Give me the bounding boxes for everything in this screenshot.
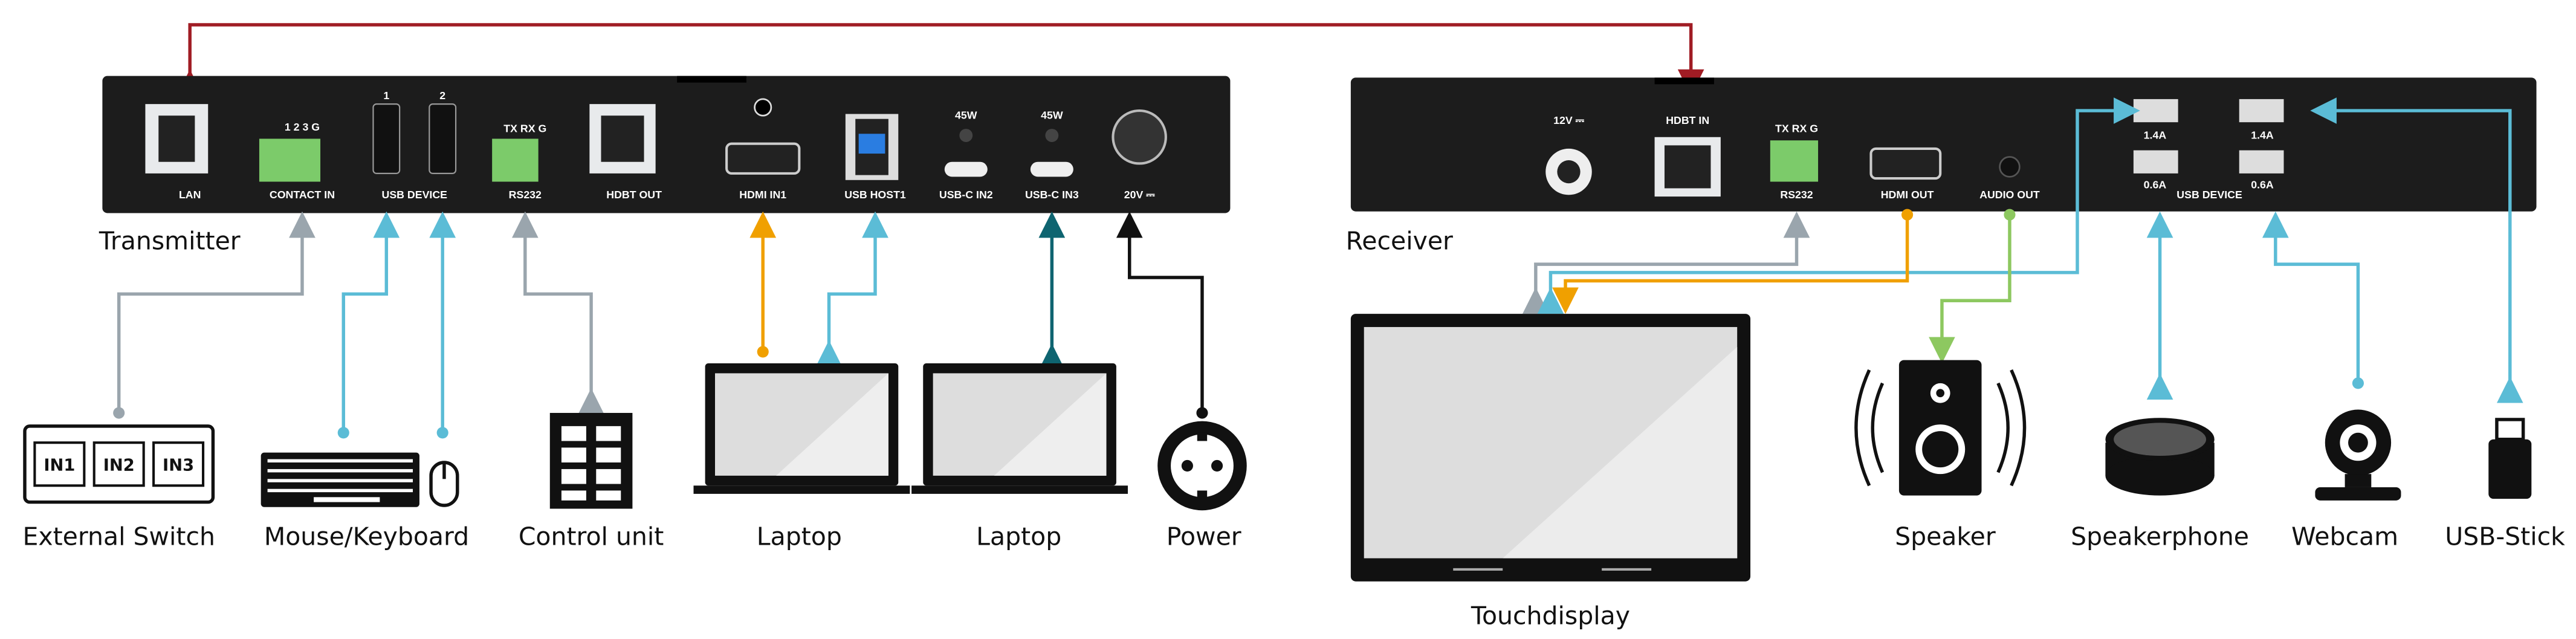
speaker-label: Speaker [1895,522,1996,551]
laptop2-label: Laptop [976,522,1061,551]
hdbt-cable [176,23,1704,96]
rs232-label: RS232 [509,189,542,201]
usbc-in3-port [1030,161,1073,177]
usb-host1-port [845,114,899,180]
hdmi-out-cable [1552,215,1909,314]
usb4-current: 0.6A [2251,178,2274,190]
usb-port-4 [2239,150,2284,174]
usb1-label: 1 [383,89,389,102]
hdbt-in-port [1654,137,1721,197]
usb2-label: 2 [439,89,445,102]
usb1-cable [341,211,400,433]
hdmi-out-port [1869,147,1942,180]
rx-usb-device-label: USB DEVICE [2176,189,2242,201]
webcam-cable [2262,211,2360,383]
usb-port-3 [2133,150,2178,174]
laptop-icon [911,363,1128,494]
rs232-cable [511,211,604,415]
contact-cable [117,211,316,414]
power-cable [1116,211,1204,414]
usb2-current: 1.4A [2251,129,2274,141]
usb1-current: 1.4A [2144,129,2167,141]
switch-in2: IN2 [103,456,135,475]
rx-rs232-pins-label: TX RX G [1775,123,1818,135]
rx-rs232-cable [1522,211,1810,314]
usb-device-port-1 [372,103,401,174]
rx-rs232-label: RS232 [1780,189,1813,201]
hdbt-in-label: HDBT IN [1666,114,1709,126]
receiver-title: Receiver [1346,227,1453,256]
webcam-label: Webcam [2291,522,2398,551]
usb-port-2 [2239,99,2284,123]
control-unit-label: Control unit [519,522,664,551]
power-label: Power [1167,522,1241,551]
power-in-port [1112,109,1167,165]
usb-stick-icon [2488,418,2532,499]
usbc-in2-power-label: 45W [955,109,977,122]
contact-pins-label: 1 2 3 G [285,121,320,133]
power-in-label: 20V ⎓ [1124,189,1156,201]
laptop-icon [693,363,910,494]
usb-device-label: USB DEVICE [382,189,448,201]
switch-in1: IN1 [44,456,75,475]
hdbt-out-label: HDBT OUT [606,189,662,201]
hdmi-out-label: HDMI OUT [1881,189,1934,201]
usb-stick-cable [2310,97,2523,403]
contact-in-terminal [259,138,321,182]
hdmi-in1-label: HDMI IN1 [739,189,786,201]
external-switch-label: External Switch [22,522,215,551]
transmitter-unit: LAN 1 2 3 G CONTACT IN 1 2 USB DEVICE TX… [102,76,1231,213]
rx-rs232-terminal [1770,140,1819,182]
control-unit-icon [549,413,633,509]
lan-port [145,104,209,174]
hdmi-in1-port [725,142,801,175]
power-socket-icon [1157,421,1247,511]
usbc-in2-label: USB-C IN2 [939,189,993,201]
rs232-terminal [492,138,539,182]
usb-host1-label: USB HOST1 [844,189,906,201]
touchdisplay-icon [1350,314,1751,582]
speaker-icon [1854,360,2027,496]
usbc-in3-label: USB-C IN3 [1025,189,1079,201]
webcam-icon [2315,409,2401,501]
receiver-unit: 12V ⎓ HDBT IN TX RX G RS232 HDMI OUT AUD… [1350,77,2537,212]
usbc-in3-power-label: 45W [1041,109,1063,122]
mouse-icon [429,461,459,507]
mouse-keyboard-label: Mouse/Keyboard [264,522,469,551]
usb-host-cable [815,211,888,367]
usb3-current: 0.6A [2144,178,2167,190]
audio-cable [1929,215,2011,364]
usb-port-1 [2133,99,2178,123]
audio-out-label: AUDIO OUT [1979,189,2040,201]
lan-label: LAN [179,189,201,201]
transmitter-title: Transmitter [99,227,241,256]
speakerphone-icon [2105,418,2215,496]
touchdisplay-label: Touchdisplay [1471,602,1630,631]
audio-out-jack [1999,156,2021,178]
usb-device-port-2 [429,103,457,174]
laptop1-label: Laptop [757,522,842,551]
rs232-pins-label: TX RX G [503,123,546,135]
rx-power-label: 12V ⎓ [1553,114,1585,126]
usb-stick-label: USB-Stick [2445,522,2565,551]
switch-in3: IN3 [163,456,194,475]
speakerphone-label: Speakerphone [2071,522,2249,551]
keyboard-icon [261,452,419,507]
usb-touch-cable [1537,97,2140,314]
hdbt-out-port [589,104,656,174]
usbc-in2-port [944,161,988,177]
external-switch: IN1 IN2 IN3 [23,424,215,504]
contact-in-label: CONTACT IN [270,189,335,201]
